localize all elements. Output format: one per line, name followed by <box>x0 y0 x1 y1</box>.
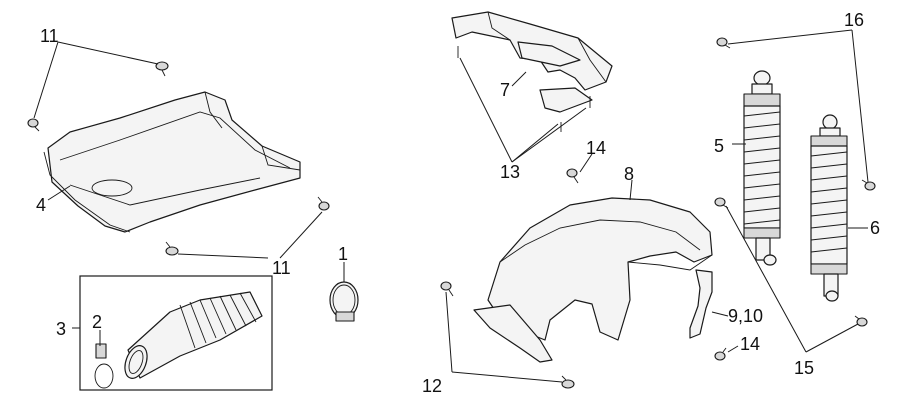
part-15-16-bolts <box>714 37 876 327</box>
part-4-tray <box>43 91 301 233</box>
callout-6: 6 <box>870 218 880 238</box>
callout-4: 4 <box>36 195 46 215</box>
part-3-frame <box>79 275 273 391</box>
callout-13: 13 <box>500 162 520 182</box>
leader-lines <box>33 29 869 383</box>
callout-14-bottom: 14 <box>740 334 760 354</box>
callout-15: 15 <box>794 358 814 378</box>
callout-3: 3 <box>56 319 66 339</box>
callout-8: 8 <box>624 164 634 184</box>
callout-labels: 11 4 11 3 2 1 7 13 14 8 9,10 14 12 5 6 1… <box>36 10 880 396</box>
callout-9-10: 9,10 <box>728 306 763 326</box>
part-6-shock-absorber <box>810 114 848 302</box>
callout-7: 7 <box>500 80 510 100</box>
part-1-clamp <box>329 281 359 322</box>
callout-11-bottom: 11 <box>272 258 291 278</box>
part-9-10-bracket <box>689 269 713 339</box>
part-5-shock-absorber <box>743 70 781 266</box>
callout-2: 2 <box>92 312 102 332</box>
part-11-bolts <box>27 61 330 256</box>
part-3-intake-duct <box>124 291 263 379</box>
callout-11-top: 11 <box>40 26 59 46</box>
part-14-bolts <box>566 168 727 361</box>
part-8-fender <box>473 197 713 363</box>
callout-5: 5 <box>714 136 724 156</box>
part-12-bolts <box>440 281 575 389</box>
callout-1: 1 <box>338 244 348 264</box>
callout-14-top: 14 <box>586 138 606 158</box>
part-2-clamp <box>94 343 114 389</box>
callout-12: 12 <box>422 376 442 396</box>
part-7-bracket <box>451 11 613 113</box>
part-13-screws <box>457 46 591 132</box>
callout-16: 16 <box>844 10 864 30</box>
